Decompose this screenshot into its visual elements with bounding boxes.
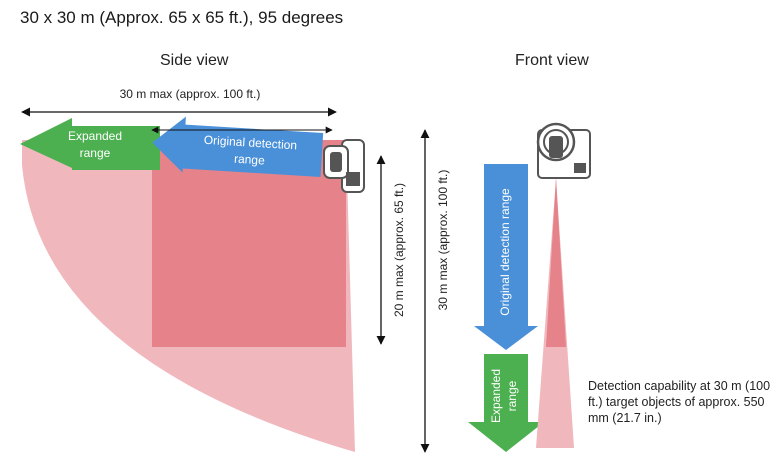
front-original-arrow: [474, 164, 538, 350]
side-view-label: Side view: [160, 52, 229, 69]
side-expanded-arrow: [20, 118, 160, 170]
front-expanded-label-2: range: [505, 380, 519, 411]
front-view-label: Front view: [515, 52, 589, 69]
side-expanded-label-1: Expanded: [68, 129, 122, 143]
side-view-detector-icon: [323, 139, 365, 193]
page-title: 30 x 30 m (Approx. 65 x 65 ft.), 95 degr…: [20, 8, 344, 27]
front-original-cone: [546, 178, 566, 347]
side-width-dimension-label: 30 m max (approx. 100 ft.): [120, 87, 261, 101]
side-expanded-label-2: range: [80, 146, 111, 160]
front-original-label: Original detection range: [498, 188, 512, 316]
side-height-dimension-label: 20 m max (approx. 65 ft.): [392, 183, 406, 317]
front-height-dimension-label: 30 m max (approx. 100 ft.): [436, 170, 450, 311]
front-expanded-label-1: Expanded: [489, 369, 503, 423]
front-expanded-arrow: [468, 354, 544, 452]
side-original-label-2: range: [234, 152, 266, 168]
side-original-label-1: Original detection: [203, 133, 297, 153]
front-view-detector-icon: [536, 122, 591, 179]
detection-note: Detection capability at 30 m (100 ft.) t…: [588, 379, 771, 425]
